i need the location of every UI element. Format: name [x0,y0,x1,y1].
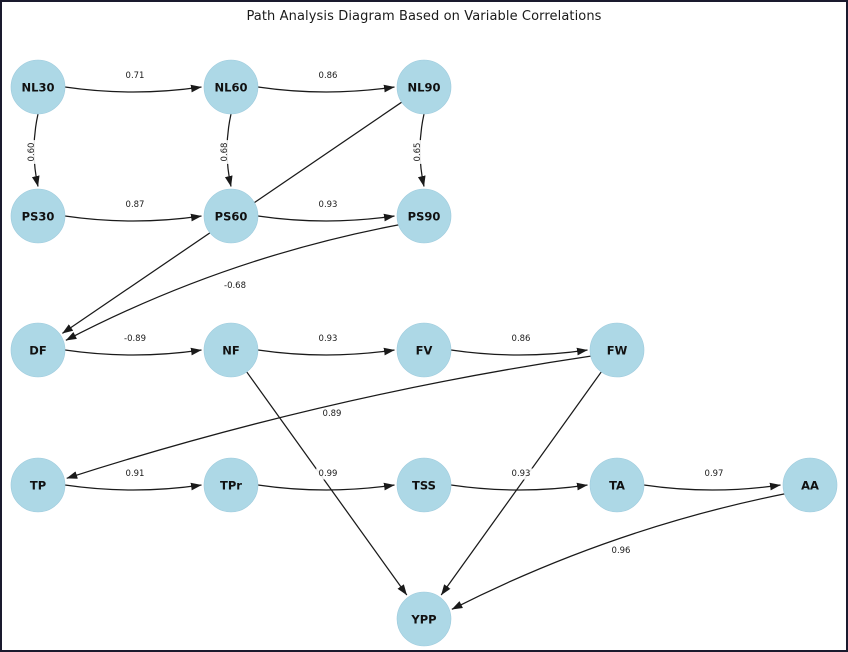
edge-label-nl90-ps90: 0.65 [412,140,424,164]
node-circle-fw [589,322,645,378]
svg-text:0.93: 0.93 [319,334,338,344]
node-tp[interactable]: TP [10,457,66,513]
edge-label-ta-aa: 0.97 [702,468,726,480]
svg-text:0.99: 0.99 [319,469,338,479]
node-circle-nl60 [203,59,259,115]
edge-nl60-to-nl90 [257,84,395,93]
node-circle-ta [589,457,645,513]
svg-text:0.86: 0.86 [512,334,531,344]
node-circle-nl30 [10,59,66,115]
node-circle-ps60 [203,188,259,244]
edge-label-ps30-ps60: 0.87 [123,199,147,211]
svg-text:0.96: 0.96 [612,546,631,556]
svg-text:0.93: 0.93 [512,469,531,479]
node-ps60[interactable]: PS60 [203,188,259,244]
edge-label-nl30-ps30: 0.60 [26,140,38,164]
node-df[interactable]: DF [10,322,66,378]
edge-label-tpr-tss: 0.99 [316,468,340,480]
edge-labels-layer: 0.71 0.86 0.60 0.68 0.65 0.87 0.93 -0.68 -0.89 0.… [26,70,726,557]
node-ps30[interactable]: PS30 [10,188,66,244]
node-nf[interactable]: NF [203,322,259,378]
svg-text:0.97: 0.97 [705,469,724,479]
edge-fv-to-fw [450,347,588,356]
svg-text:0.68: 0.68 [220,143,230,162]
node-tpr[interactable]: TPr [203,457,259,513]
svg-text:0.65: 0.65 [413,143,423,162]
node-circle-tp [10,457,66,513]
page-title: Path Analysis Diagram Based on Variable … [246,9,602,24]
node-fv[interactable]: FV [396,322,452,378]
edge-df-to-nf [64,347,202,356]
edge-nf-to-ypp [246,371,408,596]
node-circle-ypp [396,591,452,647]
edge-fw-to-tp [66,355,591,479]
node-circle-df [10,322,66,378]
node-nl90[interactable]: NL90 [396,59,452,115]
edge-nl30-to-nl60 [64,84,202,93]
edge-ps60-to-ps90 [257,213,395,222]
node-nl30[interactable]: NL30 [10,59,66,115]
svg-text:0.71: 0.71 [126,71,145,81]
node-circle-ps30 [10,188,66,244]
node-circle-fv [396,322,452,378]
edge-label-ps90-df: -0.68 [220,280,250,292]
edge-label-tss-ta: 0.93 [509,468,533,480]
edge-tp-to-tpr [64,482,202,491]
node-ta[interactable]: TA [589,457,645,513]
svg-text:-0.89: -0.89 [124,334,146,344]
node-ps90[interactable]: PS90 [396,188,452,244]
edge-label-tp-tpr: 0.91 [123,468,147,480]
edge-ps30-to-ps60 [64,213,202,222]
edge-label-fw-tp: 0.89 [320,408,344,420]
node-circle-nf [203,322,259,378]
svg-text:0.93: 0.93 [319,200,338,210]
node-circle-ps90 [396,188,452,244]
edge-label-nl30-nl60: 0.71 [123,70,147,82]
node-fw[interactable]: FW [589,322,645,378]
edge-label-fv-fw: 0.86 [509,333,533,345]
edge-nf-to-fv [257,347,395,356]
edge-aa-to-ypp [451,493,785,610]
node-ypp[interactable]: YPP [396,591,452,647]
svg-text:0.91: 0.91 [126,469,145,479]
node-aa[interactable]: AA [782,457,838,513]
edge-tss-to-ta [450,482,588,491]
svg-text:0.89: 0.89 [323,409,342,419]
edge-label-nf-fv: 0.93 [316,333,340,345]
edge-label-nl60-nl90: 0.86 [316,70,340,82]
edge-tpr-to-tss [257,482,395,491]
node-circle-aa [782,457,838,513]
node-circle-nl90 [396,59,452,115]
node-circle-tss [396,457,452,513]
edge-ta-to-aa [643,482,781,491]
edge-label-df-nf: -0.89 [120,333,150,345]
node-circle-tpr [203,457,259,513]
edge-label-aa-ypp: 0.96 [609,545,633,557]
edge-fw-to-ypp [440,371,602,596]
edge-label-ps60-ps90: 0.93 [316,199,340,211]
node-tss[interactable]: TSS [396,457,452,513]
svg-text:0.60: 0.60 [27,143,37,162]
edge-ps90-to-df [65,224,399,341]
svg-text:-0.68: -0.68 [224,281,246,291]
svg-text:0.86: 0.86 [319,71,338,81]
edge-label-nl60-ps60: 0.68 [219,140,231,164]
node-nl60[interactable]: NL60 [203,59,259,115]
svg-text:0.87: 0.87 [126,200,145,210]
